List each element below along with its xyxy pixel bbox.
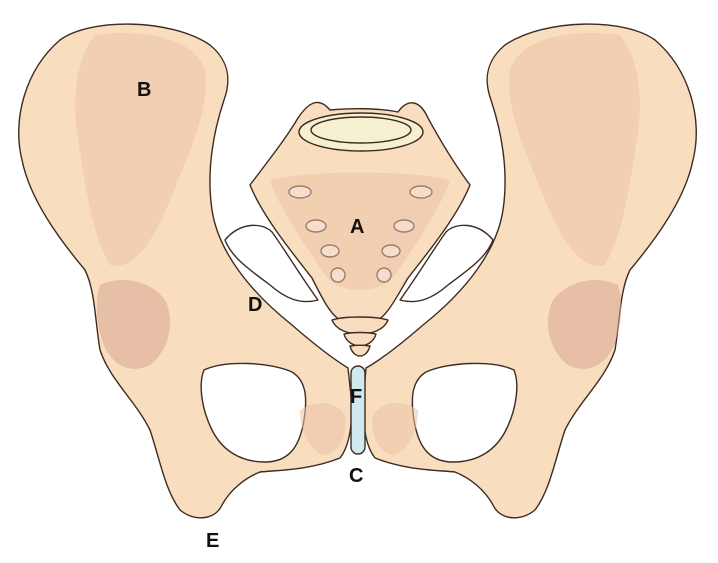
right-pubis-shade [372, 403, 418, 455]
left-iliac-fossa-shade [75, 33, 206, 266]
label-e: E [206, 530, 220, 552]
label-b: B [137, 79, 152, 101]
right-greater-sciatic-opening [399, 224, 494, 303]
left-acetabulum-shade [96, 280, 170, 369]
right-acetabulum-shade [548, 280, 622, 369]
sacral-promontory-surface [298, 112, 424, 152]
label-d: D [248, 294, 263, 316]
sacral-promontory-inner [310, 116, 412, 144]
left-pubis-shade [300, 403, 346, 455]
left-greater-sciatic-opening [224, 224, 319, 303]
coccyx-tip [349, 344, 371, 357]
right-obturator-foramen [411, 362, 518, 463]
sacrum-shade [270, 172, 450, 290]
label-c: C [349, 465, 364, 487]
coccyx [331, 316, 389, 335]
left-obturator-foramen [200, 362, 307, 463]
pubic-symphysis [350, 365, 366, 455]
label-a: A [350, 216, 365, 238]
right-iliac-fossa-shade [509, 33, 640, 266]
label-f: F [350, 386, 363, 408]
coccyx-segment [343, 331, 377, 347]
